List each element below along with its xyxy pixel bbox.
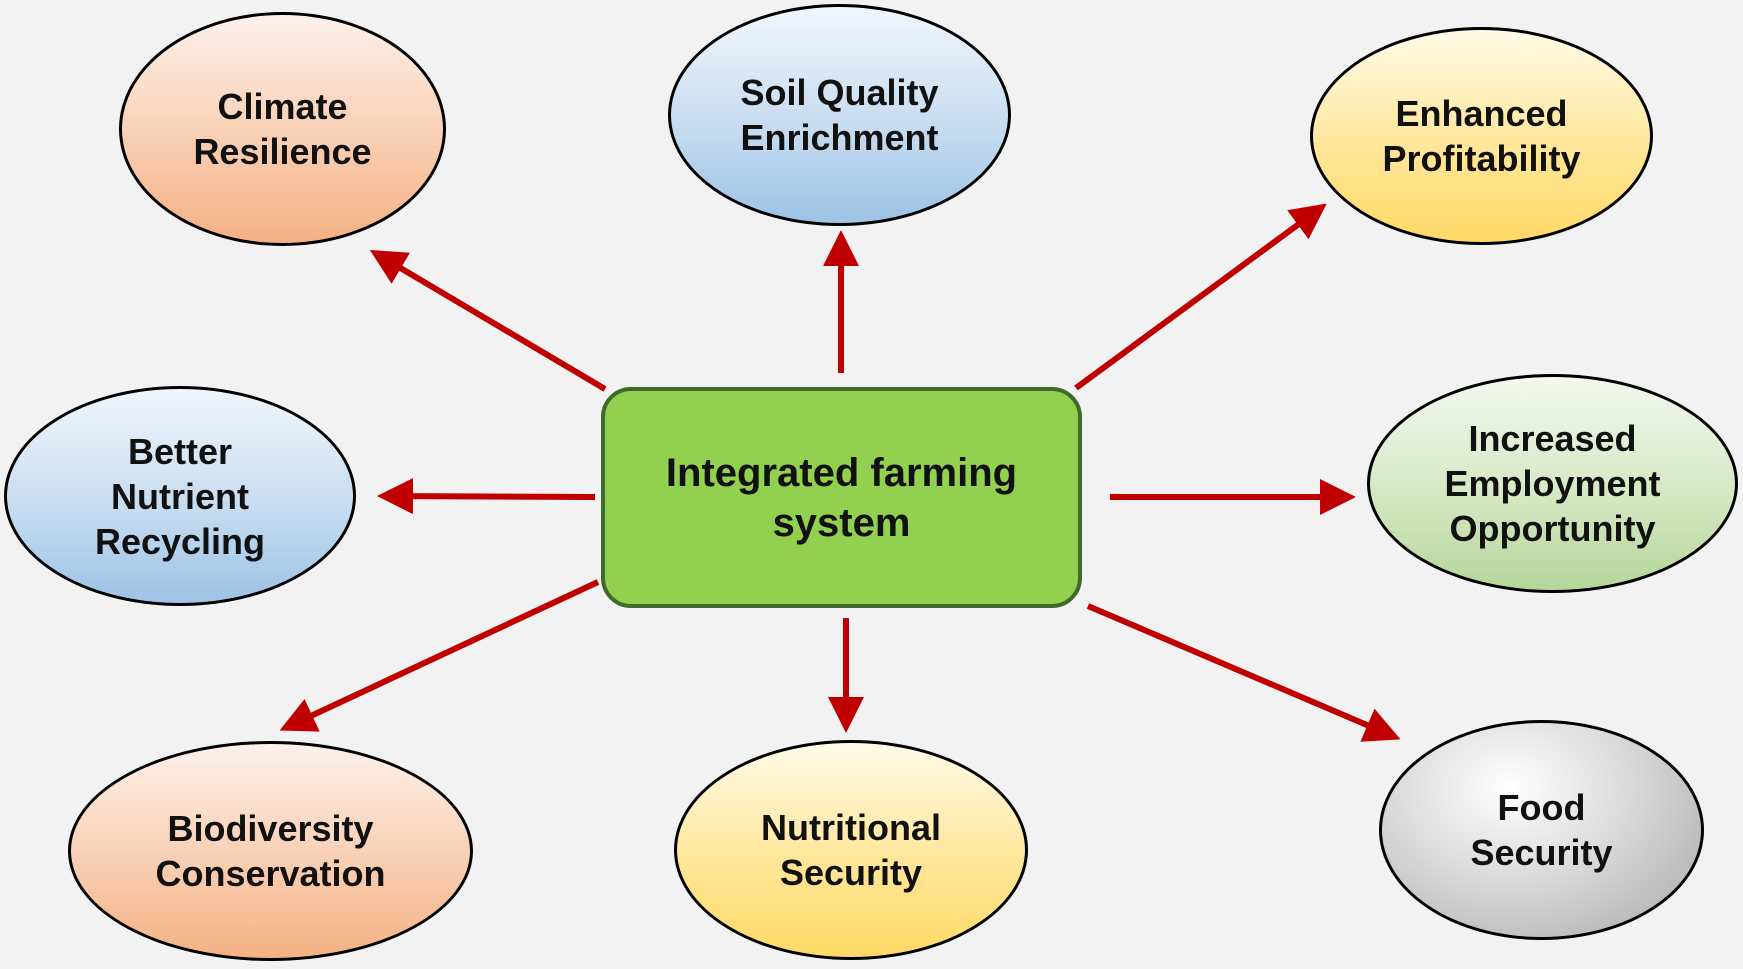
nutritional-security-node: Nutritional Security — [674, 740, 1028, 960]
nutritional-security-label: Nutritional Security — [761, 807, 941, 893]
better-nutrient-recycling-node: Better Nutrient Recycling — [4, 386, 356, 606]
biodiversity-conservation-label: Biodiversity Conservation — [155, 808, 386, 894]
soil-quality-enrichment-label: Soil Quality Enrichment — [740, 72, 939, 158]
arrow-to-better-nutrient-recycling — [377, 478, 596, 515]
increased-employment-opportunity-node: Increased Employment Opportunity — [1367, 374, 1738, 593]
arrow-to-food-security — [1086, 603, 1401, 742]
climate-resilience-label: Climate Resilience — [193, 86, 372, 172]
arrow-to-climate-resilience — [369, 249, 607, 392]
climate-resilience-node: Climate Resilience — [119, 12, 446, 246]
soil-quality-enrichment-node: Soil Quality Enrichment — [668, 4, 1011, 226]
arrow-to-biodiversity-conservation — [279, 579, 600, 732]
better-nutrient-recycling-label: Better Nutrient Recycling — [94, 430, 266, 562]
arrow-to-enhanced-profitability — [1074, 203, 1327, 391]
increased-employment-opportunity-label: Increased Employment Opportunity — [1444, 418, 1661, 549]
food-security-label: Food Security — [1470, 787, 1613, 873]
enhanced-profitability-label: Enhanced Profitability — [1382, 93, 1581, 179]
enhanced-profitability-node: Enhanced Profitability — [1310, 27, 1653, 245]
food-security-node: Food Security — [1379, 720, 1704, 940]
biodiversity-conservation-node: Biodiversity Conservation — [68, 741, 473, 961]
center-label: Integrated farming system — [665, 450, 1018, 545]
integrated-farming-system-box: Integrated farming system — [601, 387, 1082, 608]
